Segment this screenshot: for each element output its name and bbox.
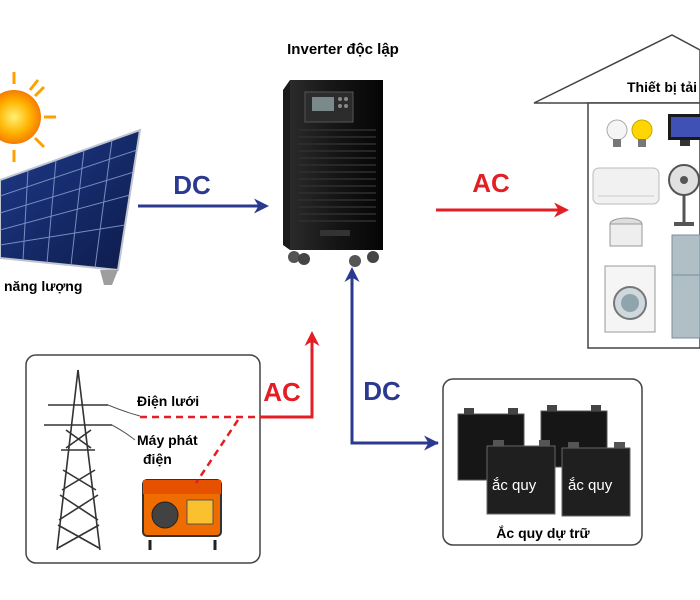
solar-panel-icon	[0, 128, 142, 285]
battery-caption: Ắc quy dự trữ	[496, 524, 590, 541]
inverter-unit	[283, 80, 383, 267]
generator-label-line2: điện	[143, 451, 172, 467]
flow-grid-label: AC	[263, 377, 301, 407]
battery-front-right-label: ắc quy	[568, 477, 613, 494]
flow-load-label: AC	[472, 168, 510, 198]
tv-icon	[668, 114, 700, 146]
rice-cooker-icon	[609, 217, 643, 247]
load-title: Thiết bị tải	[627, 79, 697, 95]
battery-front-left-label: ắc quy	[492, 477, 537, 494]
refrigerator-icon	[671, 234, 700, 339]
washing-machine-icon	[604, 265, 656, 333]
flow-solar-to-inverter: DC	[138, 170, 269, 214]
solar-label: năng lượng	[4, 278, 82, 294]
air-conditioner-icon	[592, 167, 660, 205]
sun-icon	[0, 72, 56, 162]
flow-inverter-to-battery: DC	[344, 267, 439, 451]
light-bulb-icon	[606, 119, 628, 147]
battery-front-right-icon	[561, 442, 631, 517]
light-bulb-icon	[631, 119, 653, 147]
power-tower-icon	[44, 369, 112, 551]
flow-battery-label: DC	[363, 376, 401, 406]
power-lines	[107, 404, 141, 441]
dashed-connection	[140, 415, 312, 484]
flow-solar-label: DC	[173, 170, 211, 200]
fan-icon	[668, 164, 700, 226]
generator-label-line1: Máy phát	[137, 432, 198, 448]
battery-front-left-icon	[486, 440, 556, 515]
inverter-title: Inverter độc lập	[287, 41, 399, 58]
grid-label: Điện lưới	[137, 393, 199, 409]
generator-icon	[142, 479, 222, 550]
flow-inverter-to-load: AC	[436, 168, 569, 218]
flow-grid-to-inverter: AC	[260, 331, 320, 419]
